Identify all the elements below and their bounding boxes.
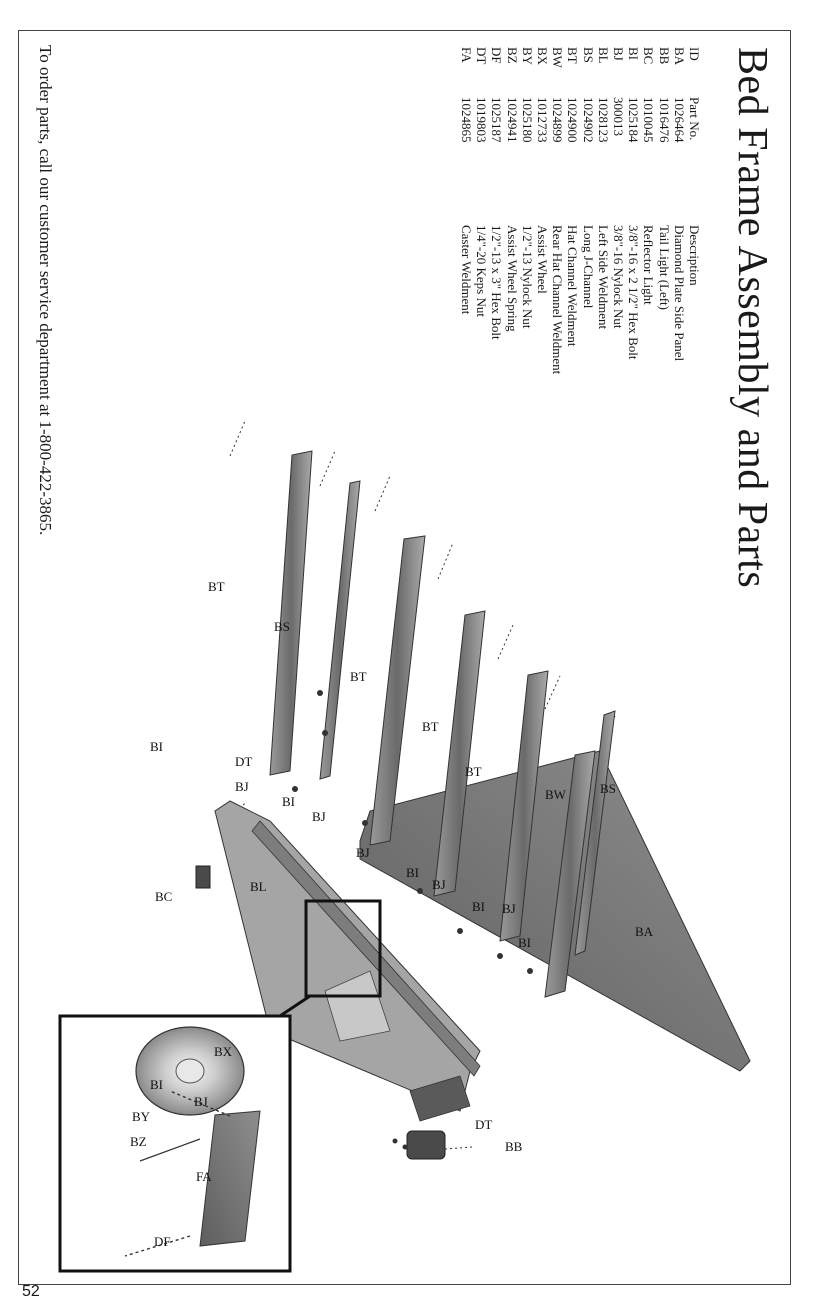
label-bj-1: BJ bbox=[235, 779, 249, 794]
hat-channel-4 bbox=[269, 450, 313, 776]
reflector-light bbox=[195, 865, 211, 889]
fastener-markers bbox=[292, 690, 533, 1150]
label-bj-2: BJ bbox=[312, 809, 326, 824]
label-bi-detail: BI bbox=[150, 1077, 163, 1092]
label-bs-1: BS bbox=[274, 619, 290, 634]
detail-callout-box bbox=[304, 899, 382, 998]
page-frame: Bed Frame Assembly and Parts ID Part No.… bbox=[18, 30, 791, 1285]
detail-callout-leader bbox=[279, 994, 311, 1018]
order-parts-note: To order parts, call our customer servic… bbox=[36, 45, 55, 536]
tail-light bbox=[406, 1130, 446, 1160]
exploded-parts-diagram: BT BS BT BT BT BW BS BA BI DT BJ BI BJ B… bbox=[58, 420, 751, 1273]
label-bj-5: BJ bbox=[502, 901, 516, 916]
rotated-page-content: Bed Frame Assembly and Parts ID Part No.… bbox=[19, 31, 790, 1284]
label-bt-3: BT bbox=[422, 719, 439, 734]
label-fa: FA bbox=[196, 1169, 212, 1184]
label-bl-bolt: BI bbox=[518, 935, 531, 950]
label-bw: BW bbox=[545, 787, 567, 802]
long-j-channel-rear bbox=[574, 710, 616, 956]
left-side-weldment-bracket bbox=[324, 970, 391, 1042]
label-bj-4: BJ bbox=[432, 877, 446, 892]
caster-weldment bbox=[199, 1110, 261, 1247]
label-bi-1: BI bbox=[150, 739, 163, 754]
tail-light-mount bbox=[409, 1075, 471, 1122]
label-bi-4: BI bbox=[472, 899, 485, 914]
hat-channel-2 bbox=[433, 610, 486, 897]
assist-wheel-spring bbox=[139, 1138, 201, 1162]
label-bt-4: BT bbox=[465, 764, 482, 779]
label-bj-detail: BJ bbox=[194, 1094, 208, 1109]
label-bj-3: BJ bbox=[356, 845, 370, 860]
label-dt-1: DT bbox=[235, 754, 252, 769]
assist-wheel-hub bbox=[175, 1058, 205, 1084]
label-bt-1: BT bbox=[208, 579, 225, 594]
label-dt-2: DT bbox=[475, 1117, 492, 1132]
label-bi-2: BI bbox=[282, 794, 295, 809]
label-bc: BC bbox=[155, 889, 172, 904]
label-bi-3: BI bbox=[406, 865, 419, 880]
label-by: BY bbox=[132, 1109, 151, 1124]
page-number: 52 bbox=[22, 1283, 40, 1300]
hat-channel-3 bbox=[369, 535, 426, 846]
long-j-channel-front bbox=[319, 480, 361, 780]
label-bx: BX bbox=[214, 1044, 233, 1059]
rear-hat-channel bbox=[544, 750, 596, 998]
left-side-weldment-rail bbox=[251, 820, 481, 1077]
hat-channel-1 bbox=[499, 670, 549, 942]
label-bb: BB bbox=[505, 1139, 523, 1154]
label-bz: BZ bbox=[130, 1134, 147, 1149]
label-df: DF bbox=[154, 1234, 171, 1249]
label-bt-2: BT bbox=[350, 669, 367, 684]
label-ba: BA bbox=[635, 924, 654, 939]
label-bl: BL bbox=[250, 879, 267, 894]
label-bs-2: BS bbox=[600, 781, 616, 796]
